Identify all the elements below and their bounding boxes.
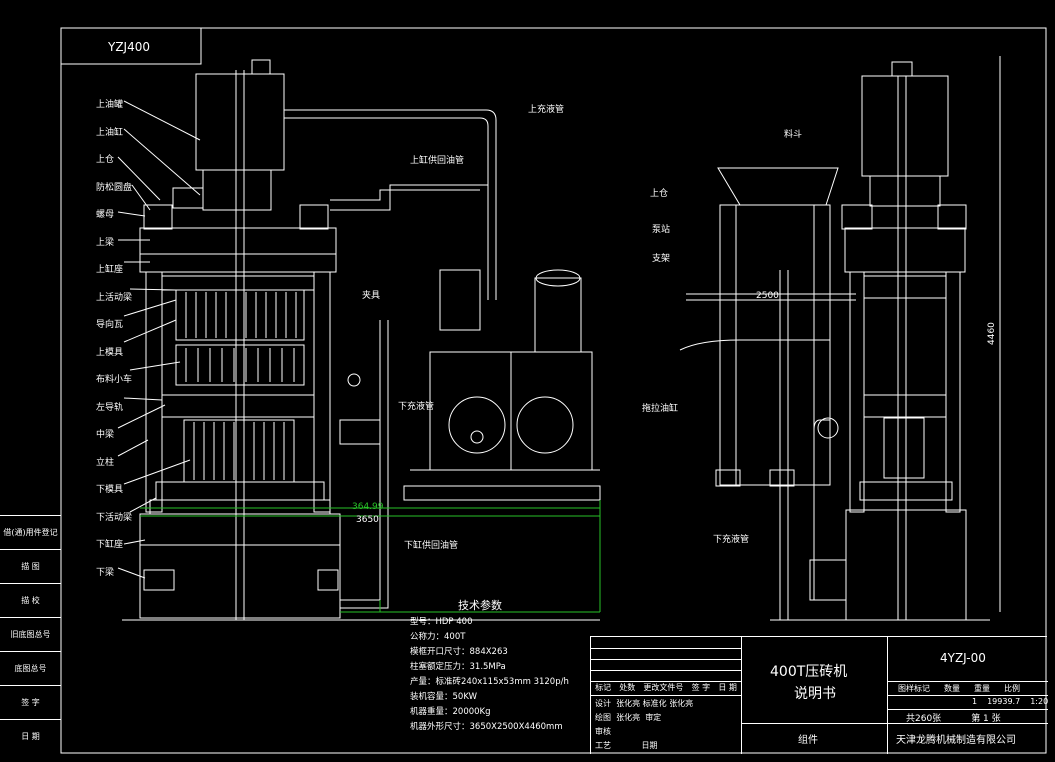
dim-4460: 4460 (987, 322, 997, 345)
label-upper-return-pipe: 上缸供回油管 (410, 156, 465, 166)
spec-force: 公称力：400T (410, 632, 466, 642)
label-drag-cylinder: 拖拉油缸 (642, 404, 679, 414)
label-anti-loose-disc: 防松圆盘 (96, 182, 133, 193)
label-lower-mold: 下模具 (96, 485, 124, 495)
label-upper-mold: 上模具 (96, 347, 124, 358)
spec-model: 型号：HDP 400 (410, 617, 473, 627)
label-column: 立柱 (96, 457, 115, 468)
spec-output: 产量：标准砖240x115x53mm 3120p/h (410, 677, 569, 687)
feeder-grid (185, 348, 295, 382)
drawing-frame (60, 27, 1047, 754)
drawing-tag: YZJ400 (107, 40, 150, 54)
tb-scale-val: 1:20 (1030, 697, 1049, 706)
label-upper-cylinder: 上油缸 (96, 127, 124, 138)
tb-process: 工艺 (595, 741, 611, 750)
label-guide-shoe: 导向瓦 (96, 320, 124, 330)
spec-pressure: 柱塞额定压力：31.5MPa (410, 662, 506, 672)
label-hopper: 料斗 (784, 130, 803, 140)
tb-std-name: 张化亮 (669, 699, 694, 708)
side-row-sign: 签 字 (0, 686, 61, 720)
dimension-lines (140, 500, 601, 613)
sheets-total: 共260张 (906, 714, 942, 724)
tb-weight-val: 19939.7 (987, 697, 1021, 706)
label-feeder-car: 布料小车 (96, 375, 133, 385)
tb-check: 审定 (645, 713, 662, 722)
tb-design-name: 张化亮 (616, 699, 641, 708)
label-lower-moving-beam: 下活动梁 (96, 512, 133, 523)
dim-3650: 3650 (356, 515, 379, 525)
label-lower-fill-pipe-right: 下充液管 (713, 535, 750, 545)
tb-draw: 绘图 (595, 713, 611, 722)
label-upper-oil-tank: 上油罐 (96, 100, 124, 110)
tb-draw-name: 张化亮 (616, 713, 641, 722)
tb-stage-val: 1 (972, 697, 978, 706)
dim-364: 364.99 (352, 502, 384, 512)
rev-h-mark: 标记 (595, 683, 612, 692)
title-block: 标记 处数 更改文件号 签 字 日 期 设计 张化亮 标准化 张化亮 绘图 张化… (590, 636, 1049, 754)
side-row-date: 日 期 (21, 732, 40, 741)
label-left-rail: 左导轨 (96, 402, 124, 413)
spec-size: 机器外形尺寸：3650X2500X4460mm (410, 722, 563, 732)
lower-mold-cells (193, 422, 285, 480)
label-bracket: 支架 (652, 254, 671, 264)
spec-power: 装机容量：50KW (410, 692, 477, 702)
upper-mold-teeth (185, 292, 297, 338)
drawing-number: 4YZJ-00 (940, 651, 986, 665)
tb-qty: 数量 (944, 684, 960, 693)
rev-h-count: 处数 (619, 683, 636, 692)
left-label-column: 上油罐 上油缸 上仓 防松圆盘 螺母 上梁 上缸座 上活动梁 导向瓦 上模具 布… (96, 92, 156, 587)
tb-stage: 图样标记 (898, 684, 930, 693)
rev-h-doc: 更改文件号 (643, 683, 684, 692)
label-middle-beam: 中梁 (96, 430, 115, 440)
side-row-old-base: 旧底图总号 (0, 618, 61, 652)
tb-weight: 重量 (974, 684, 990, 693)
label-bin-right: 上仓 (650, 189, 669, 199)
title-line1: 400T压砖机 (770, 664, 848, 680)
label-lower-fill-pipe: 下充液管 (398, 402, 435, 412)
label-nut: 螺母 (96, 210, 115, 220)
label-upper-cyl-seat: 上缸座 (96, 265, 124, 275)
label-upper-fill-pipe: 上充液管 (528, 105, 565, 115)
sheet-no: 第 1 张 (971, 714, 1001, 724)
tb-scale: 比例 (1004, 684, 1020, 693)
label-clamp: 夹具 (362, 291, 381, 301)
label-lower-return-pipe: 下缸供回油管 (404, 541, 459, 551)
rev-h-date: 日 期 (718, 683, 737, 692)
spec-title: 技术参数 (458, 599, 502, 612)
dim-2500: 2500 (756, 291, 779, 301)
spec-mold: 模框开口尺寸：884X263 (410, 647, 508, 657)
tag-box (60, 27, 202, 65)
tb-date: 日期 (641, 741, 658, 750)
label-lower-cyl-seat: 下缸座 (96, 540, 124, 550)
pump-station (403, 269, 601, 501)
side-row-trace-check: 描 校 (0, 584, 61, 618)
label-upper-moving-beam: 上活动梁 (96, 292, 133, 303)
side-row-reg: 借(通)用件登记 (0, 516, 61, 550)
label-pump-station: 泵站 (652, 225, 671, 235)
title-line2: 说明书 (794, 686, 836, 702)
rev-h-sign: 签 字 (691, 683, 711, 692)
tb-design: 设计 (595, 699, 611, 708)
side-view-press (679, 61, 990, 621)
front-view-press (122, 59, 600, 621)
spec-weight: 机器重量：20000Kg (410, 707, 491, 717)
tb-review: 审核 (595, 727, 611, 736)
revision-grid: 标记 处数 更改文件号 签 字 日 期 设计 张化亮 标准化 张化亮 绘图 张化… (591, 637, 741, 754)
side-row-base: 底图总号 (0, 652, 61, 686)
company-name: 天津龙腾机械制造有限公司 (896, 735, 1016, 746)
side-row-trace: 描 图 (0, 550, 61, 584)
side-table: 借(通)用件登记 描 图 描 校 旧底图总号 底图总号 签 字 日 期 (0, 515, 61, 754)
tb-std: 标准化 (642, 699, 667, 708)
spec-list: 型号：HDP 400 公称力：400T 模框开口尺寸：884X263 柱塞额定压… (410, 615, 569, 735)
label-upper-beam: 上梁 (96, 237, 115, 248)
label-upper-bin: 上仓 (96, 155, 115, 165)
label-lower-beam: 下梁 (96, 567, 115, 578)
assembly-label: 组件 (798, 735, 818, 746)
left-leaders (117, 100, 201, 579)
